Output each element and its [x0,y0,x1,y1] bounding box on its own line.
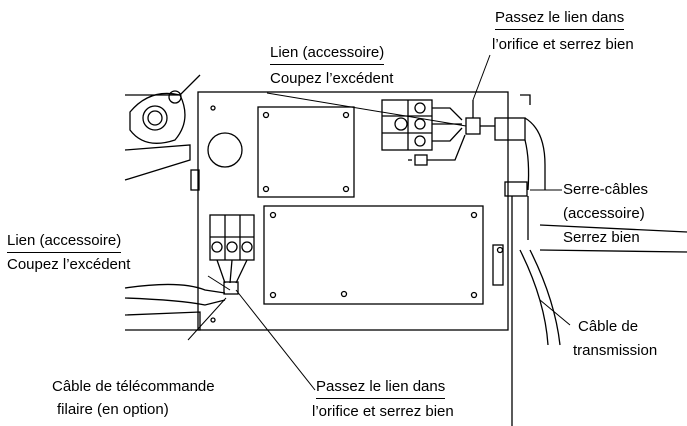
label-bottom-line2: l’orifice et serrez bien [312,403,454,420]
label-right-line2: (accessoire) [563,205,645,222]
label-right-line1: Serre-câbles [563,181,649,198]
label-left-line2: Coupez l’excédent [7,256,131,273]
label-transmission-line1: Câble de [578,318,639,335]
label-remote-line1: Câble de télécommande [52,378,215,395]
housing-outline [124,74,687,331]
label-bottom-line1: Passez le lien dans [316,378,446,399]
label-remote-line2: filaire (en option) [57,401,169,418]
leader-lines [187,54,571,391]
label-top-mid-line1: Lien (accessoire) [270,44,385,65]
round-grommet [129,90,186,144]
electrical-panel [190,91,509,331]
label-left-line1: Lien (accessoire) [7,232,122,253]
label-transmission-line2: transmission [573,342,658,359]
label-top-mid-line2: Coupez l’excédent [270,70,394,87]
remote-terminal-block [209,214,255,295]
transmission-cable [504,181,561,426]
top-cable-tie [465,100,546,191]
remote-cable [124,283,226,306]
label-top-right-line1: Passez le lien dans [495,9,625,30]
label-right-line3: Serrez bien [563,229,640,246]
label-top-right-line2: l’orifice et serrez bien [492,36,634,53]
power-terminal-block [381,99,466,166]
